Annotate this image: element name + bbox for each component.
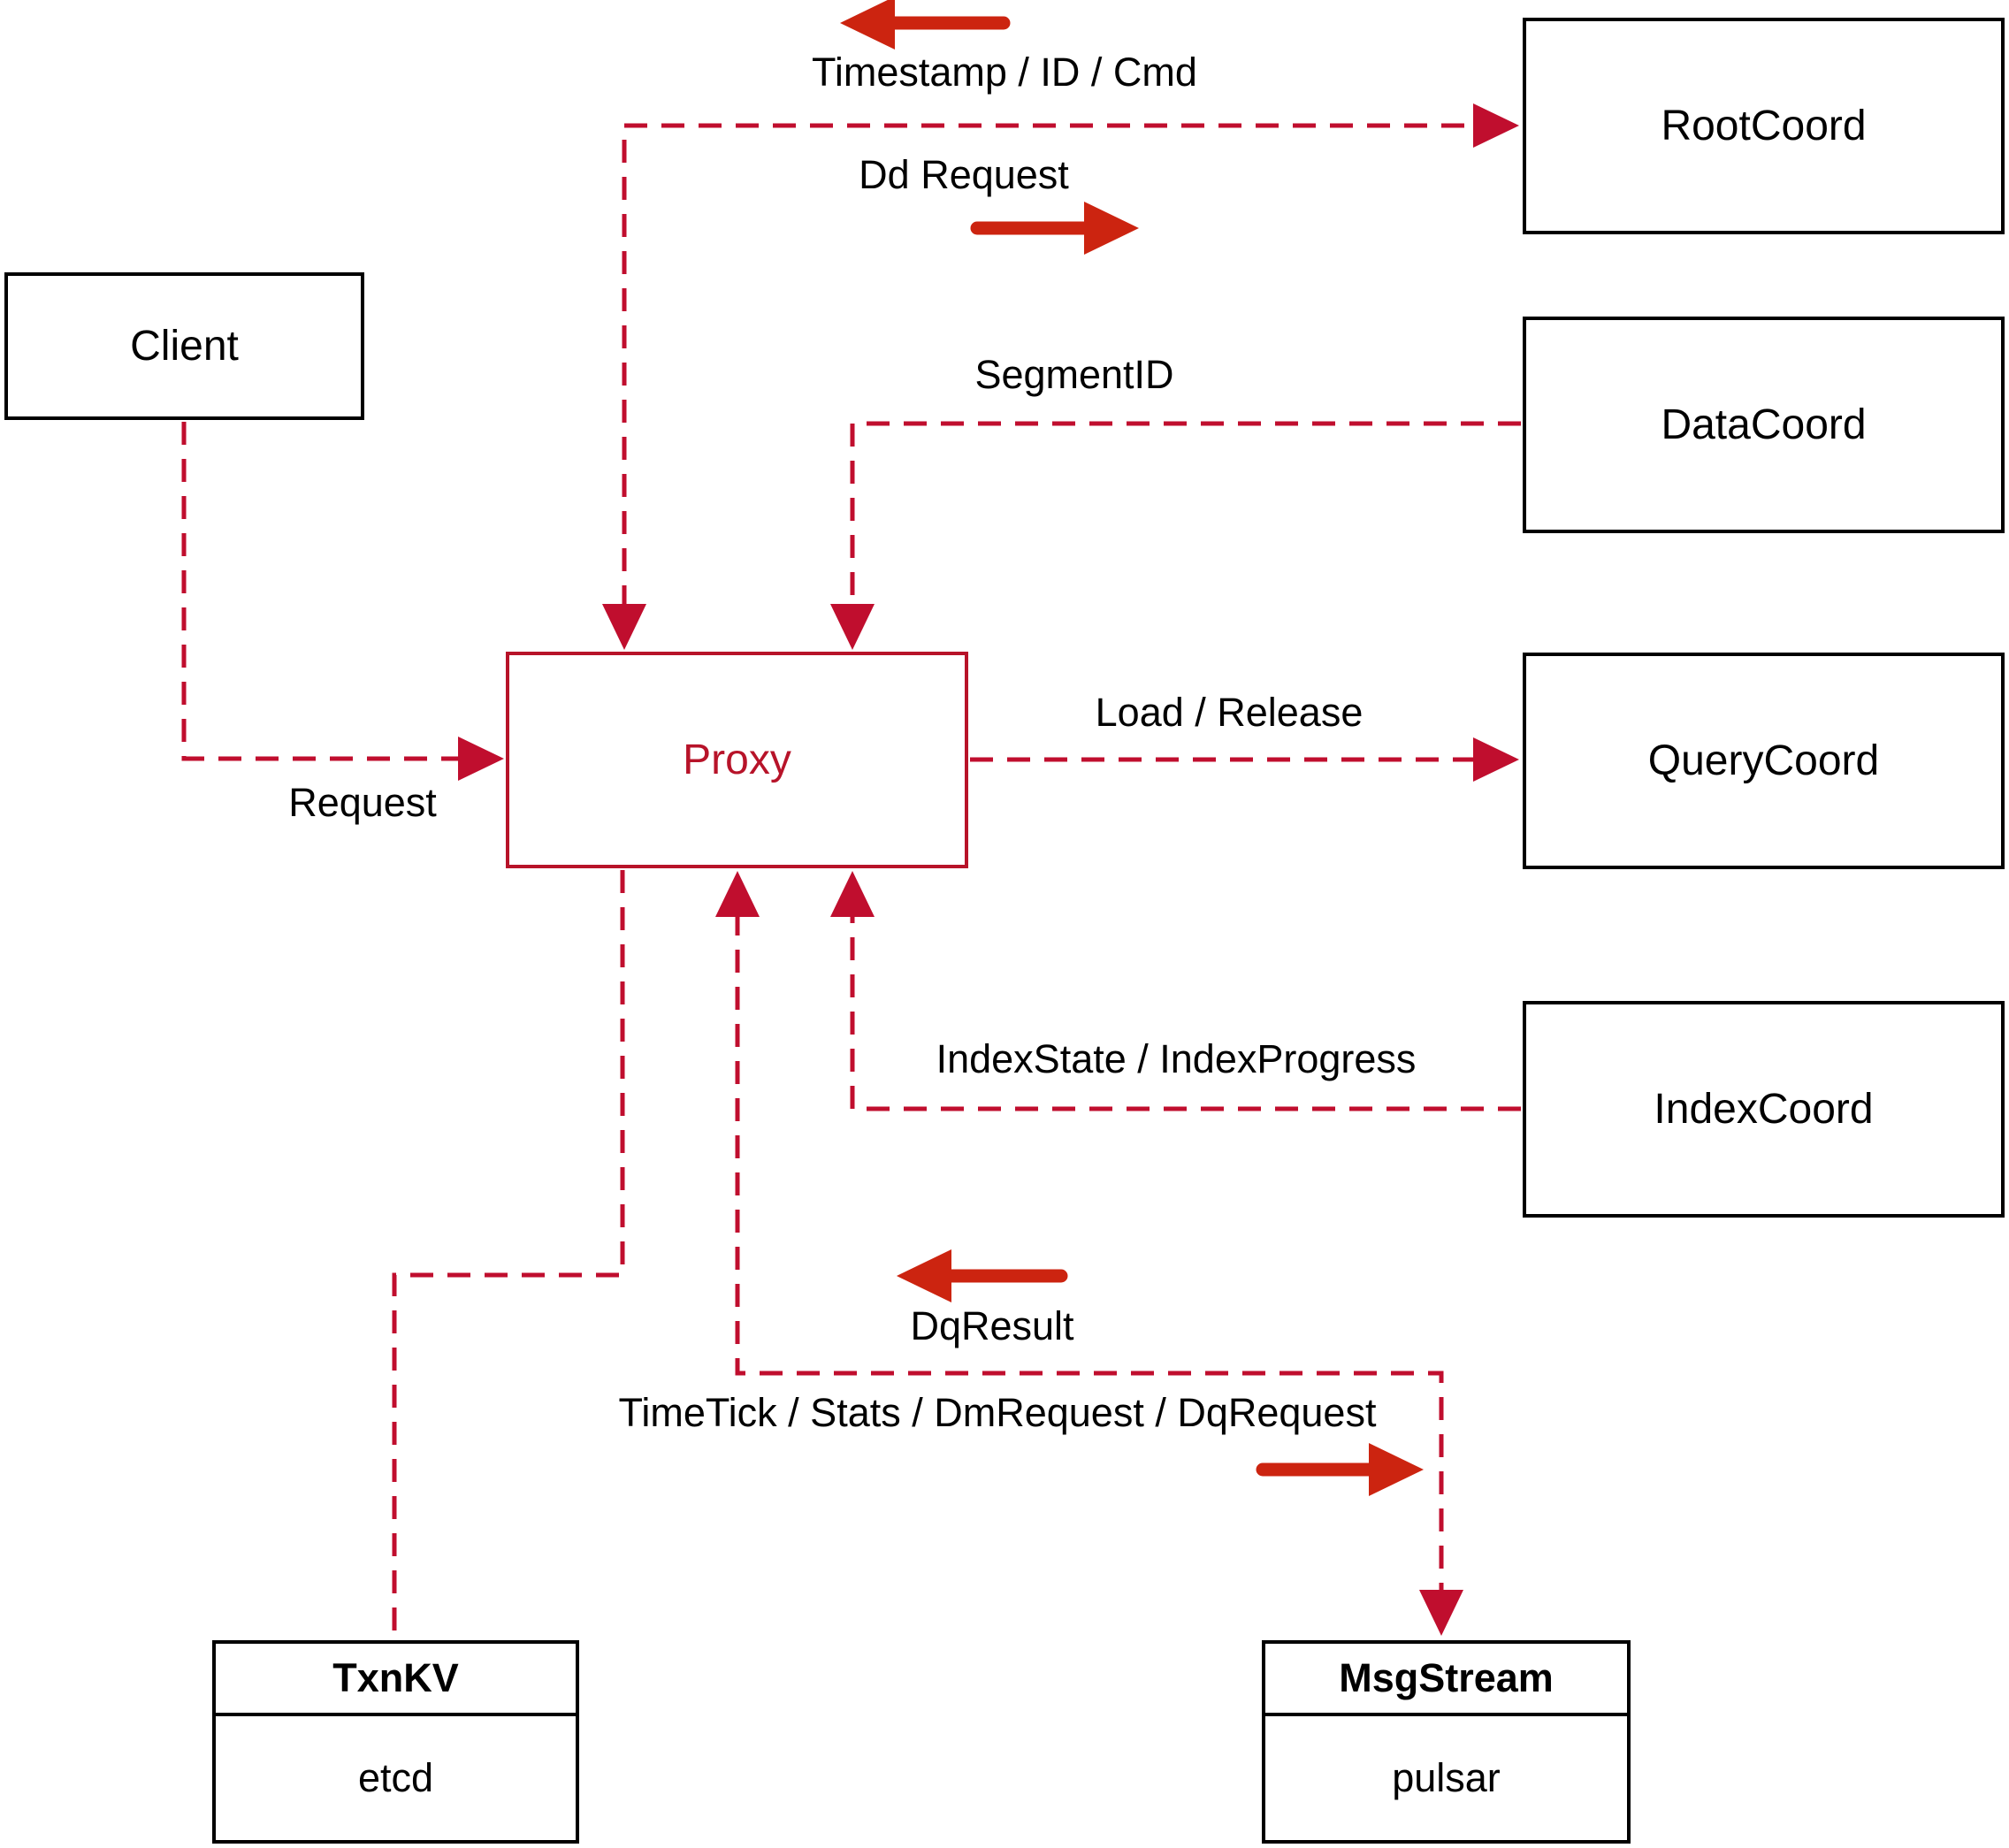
indexcoord-label: IndexCoord [1654,1086,1874,1133]
arrowhead-into-proxy-bottom-right [830,871,875,917]
edge-client-to-proxy [181,422,486,761]
edge-label-indexstate-indexprogress: IndexState / IndexProgress [936,1036,1417,1081]
edge-label-timetick-stats: TimeTick / Stats / DmRequest / DqRequest [618,1390,1377,1435]
edge-label-timestamp-id-cmd: Timestamp / ID / Cmd [812,50,1197,95]
edge-label-dqresult: DqResult [910,1303,1074,1348]
arrowhead-into-proxy-bottom-left [715,871,760,917]
txnkv-header: TxnKV [216,1644,576,1716]
timestamp-direction-left-arrow-icon [840,0,1011,50]
indexcoord-node: IndexCoord [1523,1001,2005,1218]
msgstream-title: MsgStream [1339,1655,1554,1700]
edge-label-dd-request: Dd Request [859,152,1069,197]
txnkv-title: TxnKV [332,1655,459,1700]
msgstream-node: MsgStream pulsar [1262,1640,1631,1844]
rootcoord-label: RootCoord [1661,103,1867,149]
msgstream-impl-label: pulsar [1392,1755,1501,1800]
querycoord-node: QueryCoord [1523,653,2005,869]
proxy-node: Proxy [506,652,968,868]
arrowhead-into-msgstream [1419,1590,1463,1636]
arrowhead-into-proxy-top-left [602,604,646,650]
querycoord-label: QueryCoord [1647,737,1880,784]
edge-datacoord-to-proxy [850,421,1521,608]
edge-label-request: Request [288,780,437,825]
edge-proxy-msgstream [735,913,1444,1592]
edge-proxy-rootcoord [622,123,1475,608]
rootcoord-node: RootCoord [1523,18,2005,234]
arrowhead-into-rootcoord [1473,103,1519,148]
txnkv-impl-label: etcd [357,1755,434,1800]
timetick-direction-right-arrow-icon [1256,1443,1424,1496]
datacoord-label: DataCoord [1661,401,1867,448]
datacoord-node: DataCoord [1523,317,2005,533]
edge-label-segmentid: SegmentID [974,352,1174,397]
edge-label-load-release: Load / Release [1095,690,1364,735]
edge-indexcoord-to-proxy [850,913,1521,1111]
arrowhead-into-querycoord [1473,737,1519,782]
proxy-label: Proxy [683,737,791,783]
txnkv-node: TxnKV etcd [212,1640,579,1844]
msgstream-body: pulsar [1265,1716,1627,1840]
edge-proxy-txnkv [392,870,625,1638]
arrowhead-into-proxy-left [458,737,504,781]
client-label: Client [130,323,239,370]
arrowhead-into-proxy-top-right [830,604,875,650]
txnkv-body: etcd [216,1716,576,1840]
client-node: Client [4,272,364,420]
dd-request-direction-right-arrow-icon [970,202,1139,255]
msgstream-header: MsgStream [1265,1644,1627,1716]
dqresult-direction-left-arrow-icon [897,1249,1068,1302]
